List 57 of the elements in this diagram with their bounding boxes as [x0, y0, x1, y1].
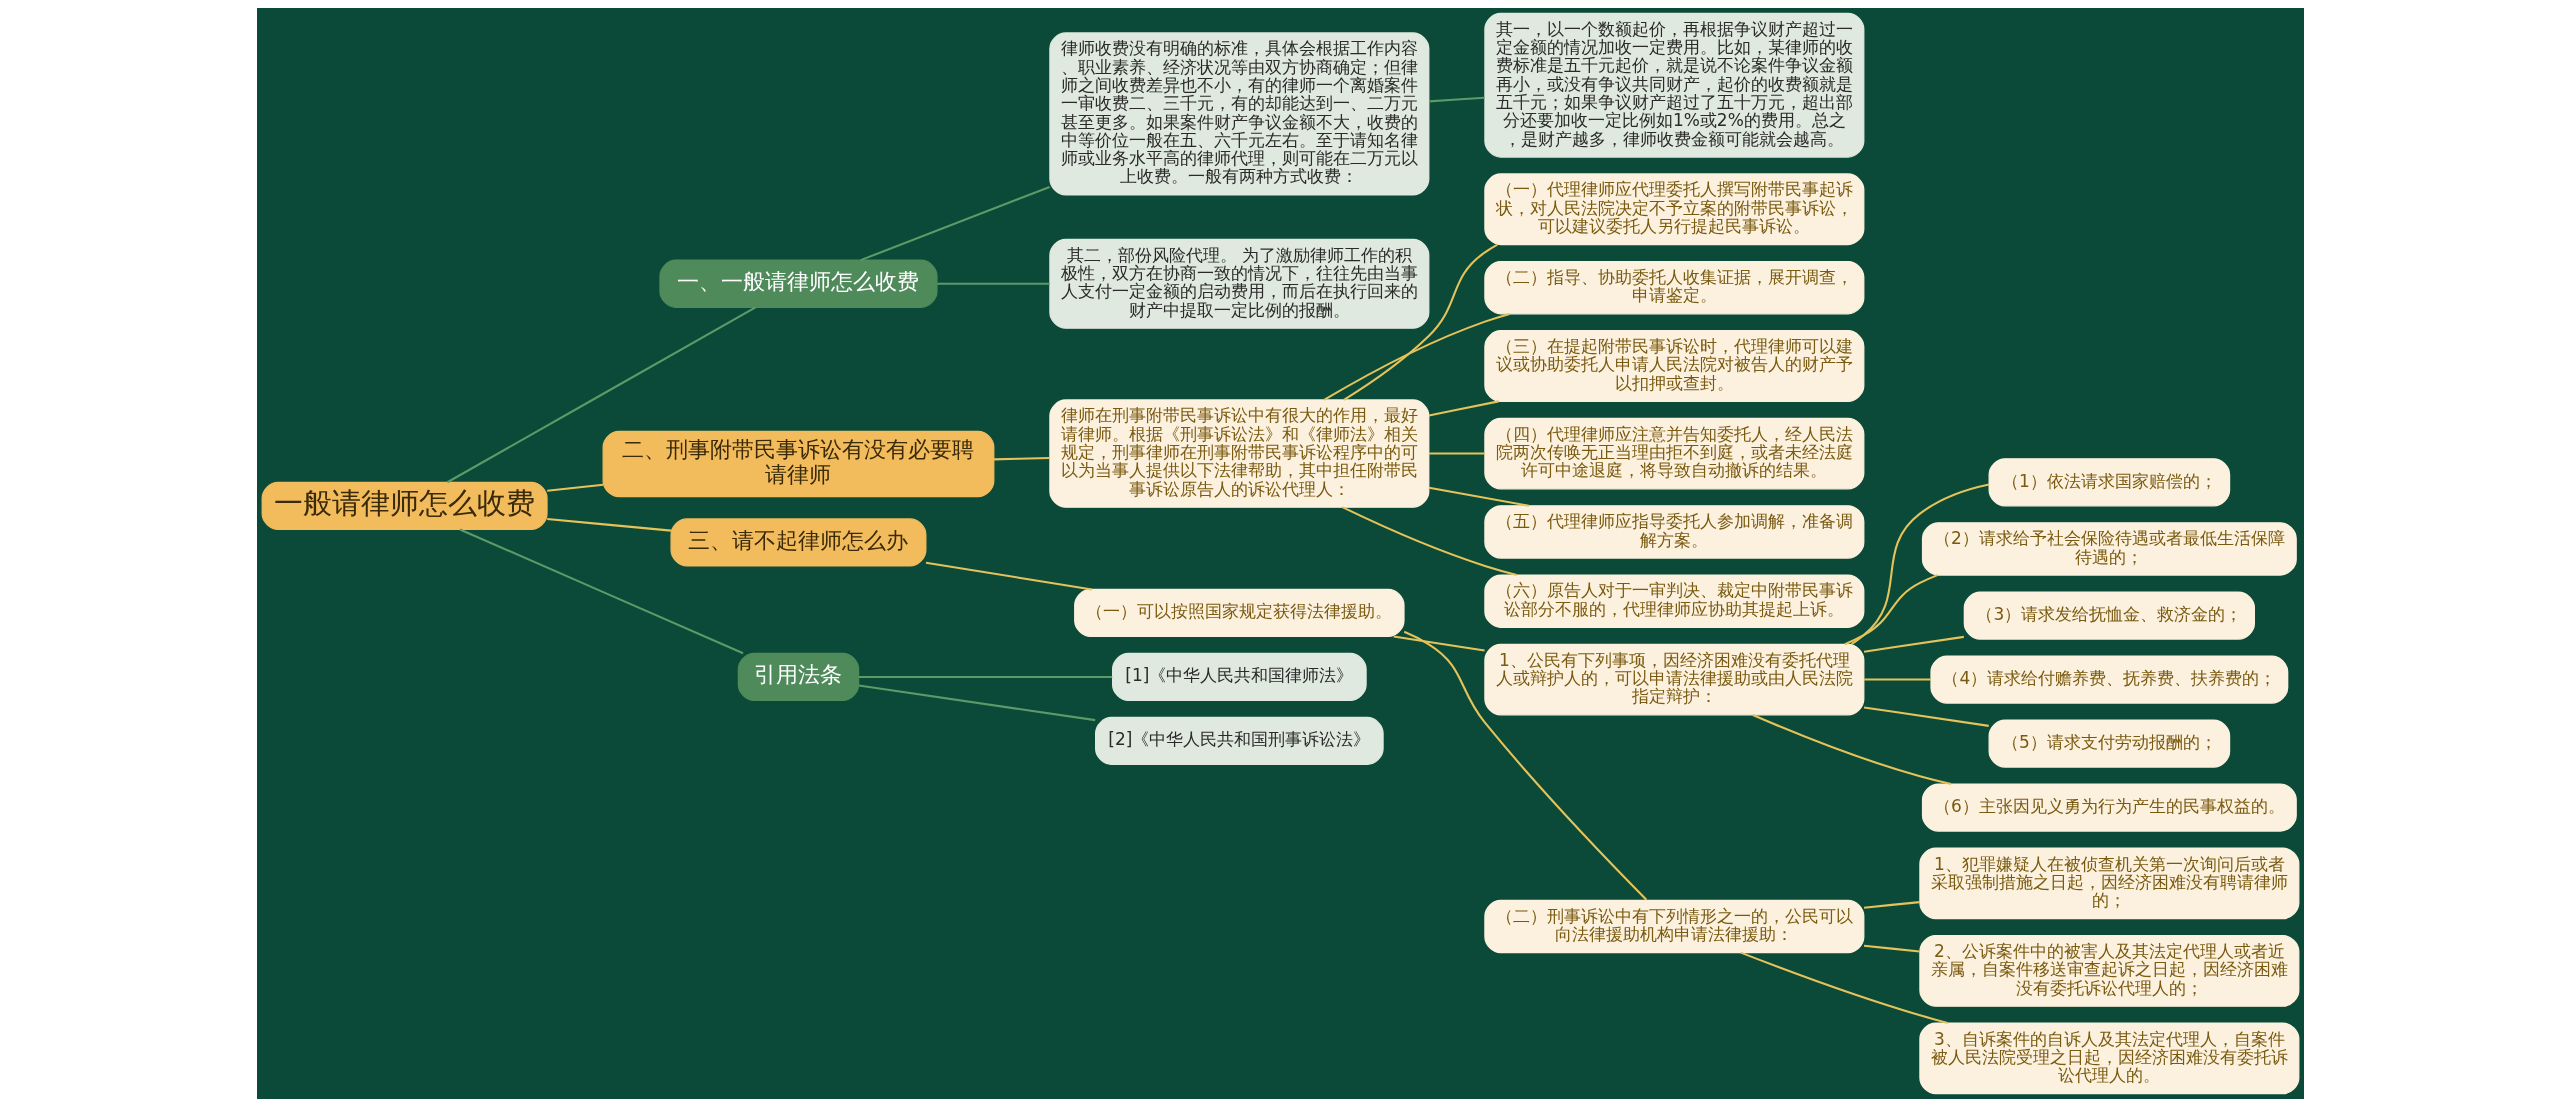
node-box: 引用法条	[737, 652, 859, 702]
connector	[1393, 635, 1485, 652]
node-box: 三、请不起律师怎么办	[669, 518, 926, 567]
node-box: 律师收费没有明确的标准，具体会根据工作内容、职业素养、经济状况等由双方协商确定；但律师之间收费差异也不小，有的律师一个离婚案件一审收费二、三千元，有的却能达到一、二万元甚至更多。如果案件财产争议金额不大，收费的中等价位一般在五、六千元左右。至于请知名律师或业务水平高的律师代理，则可能在二万元以上收费。一般有两种方式收费：	[1048, 32, 1429, 196]
connector	[1403, 630, 1647, 901]
node-box: 一般请律师怎么收费	[261, 481, 548, 530]
connector	[1863, 944, 1920, 953]
node-box: 3、自诉案件的自诉人及其法定代理人，自案件被人民法院受理之日起，因经济困难没有委托诉讼代理人的。	[1918, 1022, 2299, 1095]
connector	[925, 561, 1092, 591]
connector	[1751, 714, 1951, 785]
node-box: （1）依法请求国家赔偿的；	[1988, 458, 2230, 507]
node-box: 1、公民有下列事项，因经济困难没有委托代理人或辩护人的，可以申请法律援助或由人民法院指定辩护：	[1483, 643, 1864, 716]
node-box: [1]《中华人民共和国律师法》	[1111, 652, 1367, 702]
node-box: 1、犯罪嫌疑人在被侦查机关第一次询问后或者采取强制措施之日起，因经济困难没有聘请律师的；	[1918, 847, 2299, 920]
node-box: 一、一般请律师怎么收费	[658, 259, 938, 308]
node-box: （三）在提起附带民事诉讼时，代理律师可以建议或协助委托人申请人民法院对被告人的财产予以扣押或查封。	[1483, 330, 1864, 402]
connector	[1341, 506, 1517, 576]
node-box: （二）指导、协助委托人收集证据，展开调查，申请鉴定。	[1483, 260, 1864, 315]
node-box: 其一，以一个数额起价，再根据争议财产超过一定金额的情况加收一定费用。比如，某律师的收费标准是五千元起价，就是说不论案件争议金额再小，或没有争议共同财产，起价的收费额就是五千元；如果争议财产超过了五十万元，超出部分还要加收一定比例如1%或2%的费用。总之，是财产越多，律师收费金额可能就会越高。	[1483, 12, 1864, 158]
connector	[1428, 400, 1499, 417]
node-box: 其二，部份风险代理。 为了激励律师工作的积极性，双方在协商一致的情况下，往往先由当事人支付一定金额的启动费用，而后在执行回来的财产中提取一定比例的报酬。	[1048, 238, 1429, 329]
connector	[1323, 312, 1510, 401]
connector	[1863, 635, 1964, 653]
node-box: （4）请求给付赡养费、抚养费、扶养费的；	[1929, 655, 2288, 704]
connector	[1844, 574, 1938, 646]
connector	[858, 684, 1095, 722]
connector	[1739, 951, 1948, 1025]
connector	[1342, 243, 1498, 401]
node-box: （一）代理律师应代理委托人撰写附带民事起诉状，对人民法院决定不予立案的附带民事诉讼，可以建议委托人另行提起民事诉讼。	[1483, 173, 1864, 246]
connector	[1863, 706, 1989, 727]
connector	[993, 457, 1050, 461]
connector	[546, 483, 603, 492]
node-box: （一）可以按照国家规定获得法律援助。	[1073, 588, 1405, 638]
connector	[859, 185, 1050, 262]
connector	[1428, 452, 1485, 455]
node-box: （3）请求发给抚恤金、救济金的；	[1963, 591, 2255, 640]
connector	[1428, 96, 1485, 103]
connector	[1428, 486, 1529, 507]
node-box: 二、刑事附带民事诉讼有没有必要聘请律师	[602, 430, 994, 498]
node-box: （2）请求给予社会保险待遇或者最低生活保障待遇的；	[1921, 522, 2297, 576]
node-box: 律师在刑事附带民事诉讼中有很大的作用，最好请律师。根据《刑事诉讼法》和《律师法》相关规定，刑事律师在刑事附带民事诉讼程序中的可以为当事人提供以下法律帮助，其中担任附带民事诉讼原告人的诉讼代理人：	[1048, 399, 1429, 508]
connector	[858, 675, 1112, 678]
node-box: （六）原告人对于一审判决、裁定中附带民事诉讼部分不服的，代理律师应协助其提起上诉。	[1483, 574, 1864, 628]
node-box: （二）刑事诉讼中有下列情形之一的，公民可以向法律援助机构申请法律援助：	[1483, 899, 1864, 954]
node-box: （6）主张因见义勇为行为产生的民事权益的。	[1921, 783, 2297, 832]
connector	[1863, 901, 1920, 909]
connector	[936, 282, 1050, 285]
node-box: [2]《中华人民共和国刑事诉讼法》	[1094, 716, 1384, 766]
connector	[1850, 483, 1989, 645]
node-box: （五）代理律师应指导委托人参加调解，准备调解方案。	[1483, 505, 1864, 559]
connector	[1863, 678, 1931, 681]
connector	[546, 518, 671, 532]
connector	[446, 306, 756, 484]
connector	[459, 528, 743, 655]
node-box: （四）代理律师应注意并告知委托人，经人民法院两次传唤无正当理由拒不到庭，或者未经法庭许可中途退庭，将导致自动撤诉的结果。	[1483, 417, 1864, 490]
node-box: 2、公诉案件中的被害人及其法定代理人或者近亲属，自案件移送审查起诉之日起，因经济困难没有委托诉讼代理人的；	[1918, 934, 2299, 1007]
node-box: （5）请求支付劳动报酬的；	[1988, 719, 2230, 768]
